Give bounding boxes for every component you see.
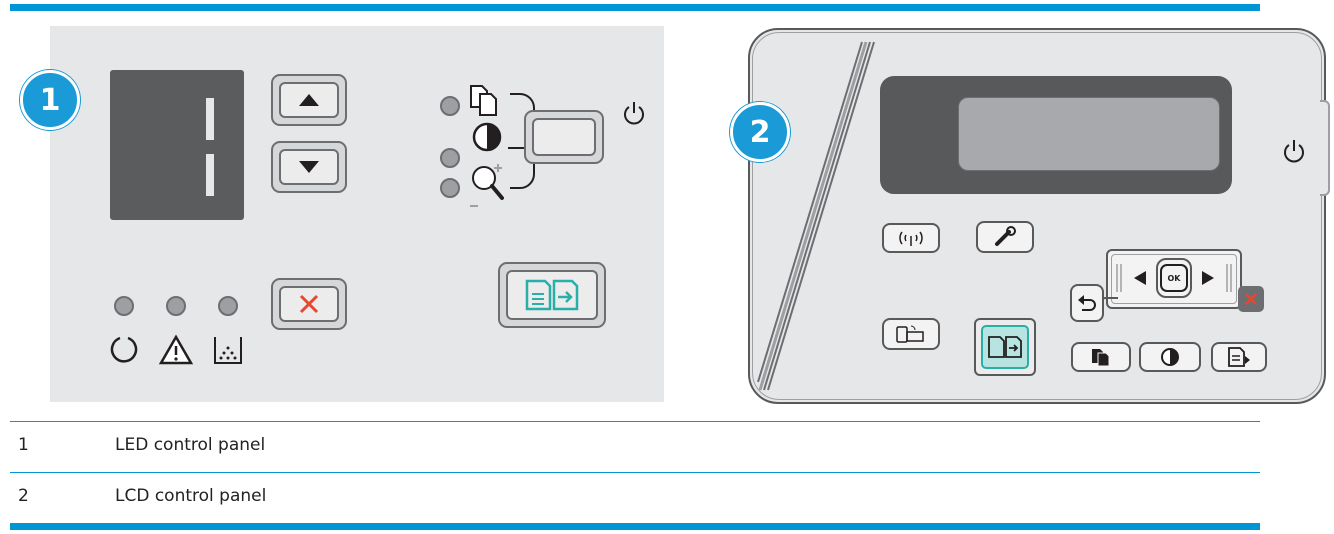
cancel-icon	[1245, 293, 1257, 305]
eprint-button[interactable]	[882, 318, 940, 350]
top-rule	[10, 4, 1260, 11]
contrast-icon	[472, 122, 502, 152]
copies-icon	[1092, 349, 1110, 367]
back-icon	[1078, 295, 1096, 311]
legend-label-1: LED control panel	[115, 435, 266, 455]
side-tab	[1320, 100, 1330, 196]
eprint-icon	[896, 325, 924, 343]
setup-button[interactable]	[524, 110, 604, 164]
copies-button[interactable]	[1071, 342, 1131, 372]
attention-led	[166, 296, 186, 316]
toner-led	[218, 296, 238, 316]
up-arrow-button[interactable]	[271, 74, 347, 126]
contrast-led	[440, 148, 460, 168]
callout-1: 1	[20, 70, 80, 130]
up-arrow-icon	[299, 94, 319, 106]
lcd-screen	[958, 97, 1220, 171]
cancel-button-lcd[interactable]	[1238, 286, 1264, 312]
setup-button-lcd[interactable]	[976, 221, 1034, 253]
copy-menu-icon	[1228, 347, 1250, 367]
legend-number-1: 1	[18, 435, 29, 455]
cancel-button[interactable]	[271, 278, 347, 330]
zoom-led	[440, 178, 460, 198]
nav-right-bars	[1226, 264, 1232, 292]
wireless-icon	[899, 231, 923, 246]
wireless-button[interactable]	[882, 223, 940, 253]
bottom-rule	[10, 523, 1260, 530]
left-arrow-icon[interactable]	[1132, 270, 1148, 286]
down-arrow-button[interactable]	[271, 141, 347, 193]
cancel-icon	[299, 294, 319, 314]
legend-divider-top	[10, 421, 1260, 422]
power-icon[interactable]	[622, 100, 646, 126]
contrast-button[interactable]	[1139, 342, 1201, 372]
lcd-panel-stripes	[757, 41, 875, 391]
callout-2: 2	[730, 102, 790, 162]
led-display	[110, 70, 244, 220]
ready-icon	[110, 336, 138, 363]
start-copy-icon	[525, 279, 579, 311]
down-arrow-icon	[299, 161, 319, 173]
nav-left-bars	[1116, 264, 1122, 292]
attention-icon	[158, 334, 194, 365]
start-copy-button-lcd[interactable]	[974, 318, 1036, 376]
legend-label-2: LCD control panel	[115, 486, 267, 506]
power-icon[interactable]	[1282, 138, 1306, 164]
copies-led	[440, 96, 460, 116]
ok-button[interactable]: OK	[1156, 258, 1192, 298]
start-copy-icon	[988, 336, 1022, 358]
ok-icon: OK	[1160, 264, 1188, 292]
legend-divider-middle	[10, 472, 1260, 473]
contrast-icon	[1161, 348, 1179, 366]
back-button[interactable]	[1070, 284, 1104, 322]
setup-icon	[995, 226, 1016, 246]
right-arrow-icon[interactable]	[1200, 270, 1216, 286]
zoom-icon	[470, 164, 504, 207]
copies-icon	[470, 85, 497, 116]
start-copy-button[interactable]	[498, 262, 606, 328]
copy-menu-button[interactable]	[1211, 342, 1267, 372]
toner-icon	[214, 337, 242, 364]
ready-led	[114, 296, 134, 316]
legend-number-2: 2	[18, 486, 29, 506]
